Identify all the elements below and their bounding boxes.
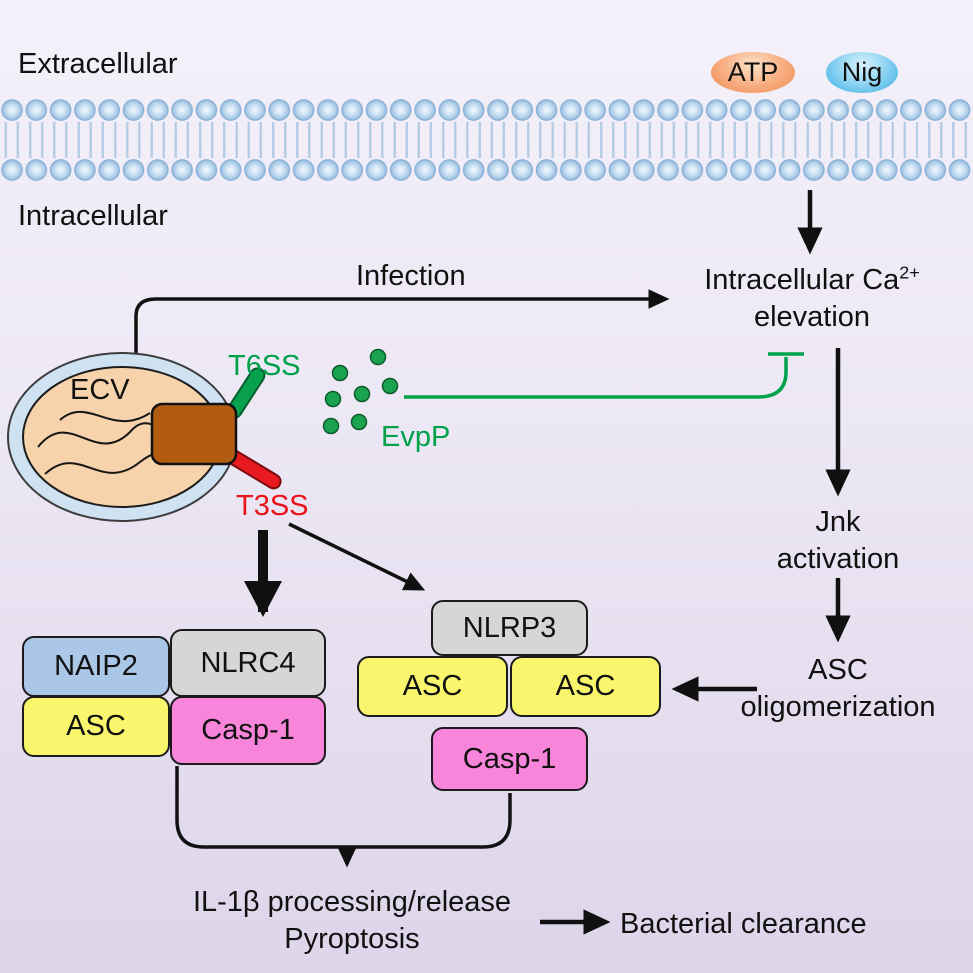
casp1-mid-box: Casp-1 bbox=[431, 727, 588, 791]
infection-arrow bbox=[134, 289, 670, 358]
ca-elevation-line1: Intracellular Ca2+ bbox=[704, 262, 920, 299]
bacterium-nucleoid-filaments bbox=[37, 410, 164, 475]
ecv-label: ECV bbox=[70, 374, 130, 406]
t6ss-label: T6SS bbox=[228, 350, 301, 382]
asc-mid-left-box: ASC bbox=[357, 656, 508, 717]
asc-mid-right-label: ASC bbox=[555, 670, 616, 702]
asc-left-label: ASC bbox=[66, 710, 126, 742]
nlrp3-label: NLRP3 bbox=[462, 611, 557, 644]
bacterial-clearance-label: Bacterial clearance bbox=[620, 908, 867, 940]
t3ss-label: T3SS bbox=[236, 490, 309, 522]
oligo-line1: ASC bbox=[808, 654, 868, 686]
jnk-activation-label: Jnk activation bbox=[777, 504, 900, 578]
outcome-line1: IL-1β processing/release bbox=[192, 886, 512, 918]
ca-elevation-line2: elevation bbox=[753, 301, 871, 334]
outcome-line2: Pyroptosis bbox=[284, 923, 420, 956]
intracellular-label: Intracellular bbox=[18, 200, 168, 232]
nlrc4-box: NLRC4 bbox=[170, 629, 326, 697]
nlrp3-box: NLRP3 bbox=[431, 600, 588, 656]
asc-mid-left-label: ASC bbox=[402, 670, 463, 702]
asc-left-box: ASC bbox=[22, 696, 170, 757]
outcome-label: IL-1β processing/release Pyroptosis bbox=[193, 884, 511, 958]
t3ss-needle bbox=[224, 448, 282, 490]
evpp-label: EvpP bbox=[381, 421, 451, 453]
membrane-outer-leaflet bbox=[0, 96, 973, 124]
extracellular-label: Extracellular bbox=[18, 48, 178, 80]
jnk-line2: activation bbox=[776, 543, 900, 576]
atp-label: ATP bbox=[727, 57, 779, 87]
nlrc4-label: NLRC4 bbox=[200, 646, 296, 679]
membrane-lipid-tails bbox=[0, 122, 973, 158]
nig-stimulus: Nig bbox=[826, 52, 898, 93]
casp1-left-box: Casp-1 bbox=[170, 696, 326, 765]
jnk-line1: Jnk bbox=[815, 506, 861, 538]
secretion-apparatus bbox=[150, 402, 238, 466]
naip2-label: NAIP2 bbox=[54, 650, 138, 682]
ca-superscript: 2+ bbox=[899, 262, 920, 283]
casp1-mid-label: Casp-1 bbox=[462, 742, 557, 775]
ca-elevation-text: Intracellular Ca bbox=[704, 264, 900, 296]
cell-membrane bbox=[0, 96, 973, 184]
oligo-line2: oligomerization bbox=[740, 691, 936, 724]
naip2-box: NAIP2 bbox=[22, 636, 170, 697]
infection-label: Infection bbox=[356, 260, 466, 292]
membrane-inner-leaflet bbox=[0, 156, 973, 184]
asc-oligomerization-label: ASC oligomerization bbox=[740, 652, 935, 726]
casp1-left-label: Casp-1 bbox=[201, 714, 295, 746]
ca-elevation-label: Intracellular Ca2+ elevation bbox=[704, 262, 920, 336]
asc-mid-right-box: ASC bbox=[510, 656, 661, 717]
atp-stimulus: ATP bbox=[711, 52, 795, 93]
evpp-inhibition-line bbox=[404, 352, 804, 399]
t3ss-to-nlrp3-arrow bbox=[288, 522, 426, 591]
nig-label: Nig bbox=[841, 57, 883, 87]
